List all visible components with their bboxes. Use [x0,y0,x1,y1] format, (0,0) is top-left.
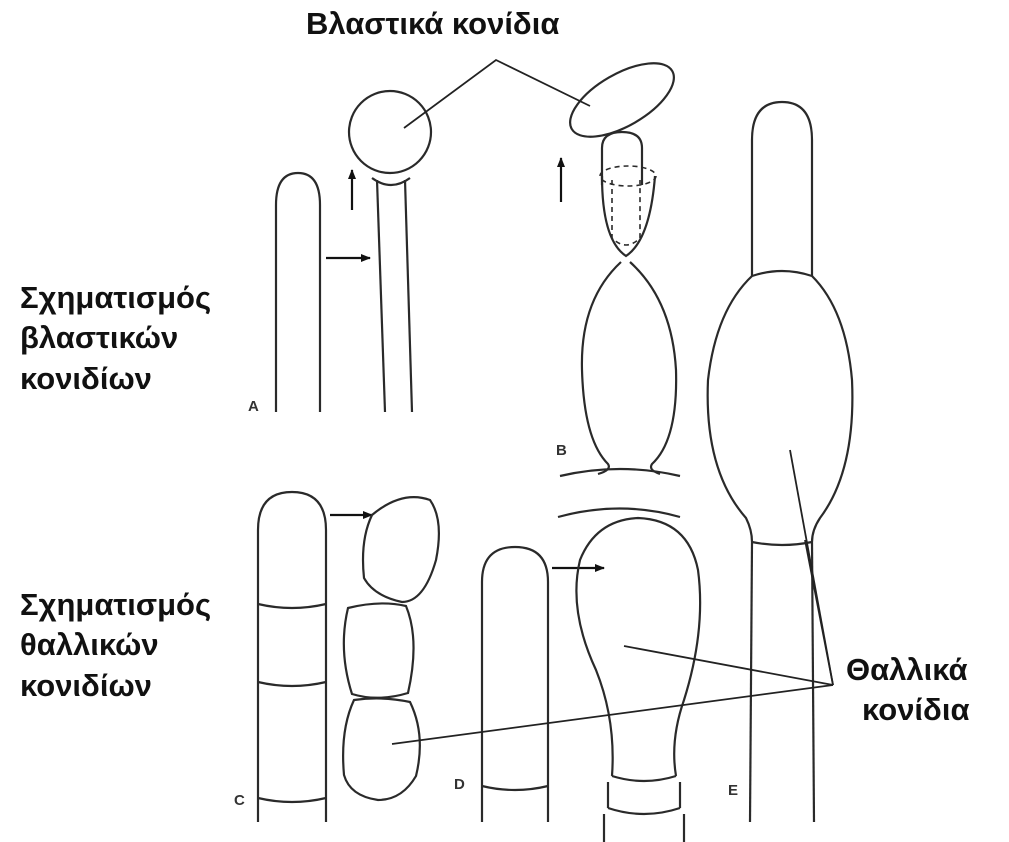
panel-label-d: D [454,776,465,793]
panel-label-e: E [728,782,738,799]
thallic-conidia-line-1: Θαλλικά [846,650,970,690]
blastic-conidia-label: Βλαστικά κονίδια [306,4,559,44]
blastic-formation-line-2: βλαστικών [20,318,211,358]
thallic-formation-line-1: Σχηματισμός [20,585,211,625]
panel-e-conidiophore [708,102,853,822]
panel-d-thallic-conidium [576,518,700,842]
thallic-formation-label: Σχηματισμός θαλλικών κονιδίων [20,585,211,706]
panel-label-a: A [248,398,259,415]
blastic-formation-label: Σχηματισμός βλαστικών κονιδίων [20,278,211,399]
blastic-formation-line-1: Σχηματισμός [20,278,211,318]
pointer-lines-blastic [404,60,590,128]
panel-d-hypha [482,547,548,822]
panel-a-blastic-conidium [349,91,431,173]
thallic-formation-line-2: θαλλικών [20,625,211,665]
panel-label-c: C [234,792,245,809]
panel-c-arthroconidia [343,497,439,800]
panel-b-budding-cell [600,132,656,256]
blastic-formation-line-3: κονιδίων [20,359,211,399]
panel-a-hypha-tip [276,173,320,412]
panel-c-hypha [258,492,326,822]
panel-b-ampulla [558,262,680,517]
thallic-formation-line-3: κονιδίων [20,666,211,706]
thallic-conidia-line-2: κονίδια [846,690,970,730]
panel-label-b: B [556,442,567,459]
panel-a-conidiophore [372,178,412,412]
pointer-lines-thallic [392,450,833,744]
thallic-conidia-label: Θαλλικά κονίδια [846,650,970,731]
